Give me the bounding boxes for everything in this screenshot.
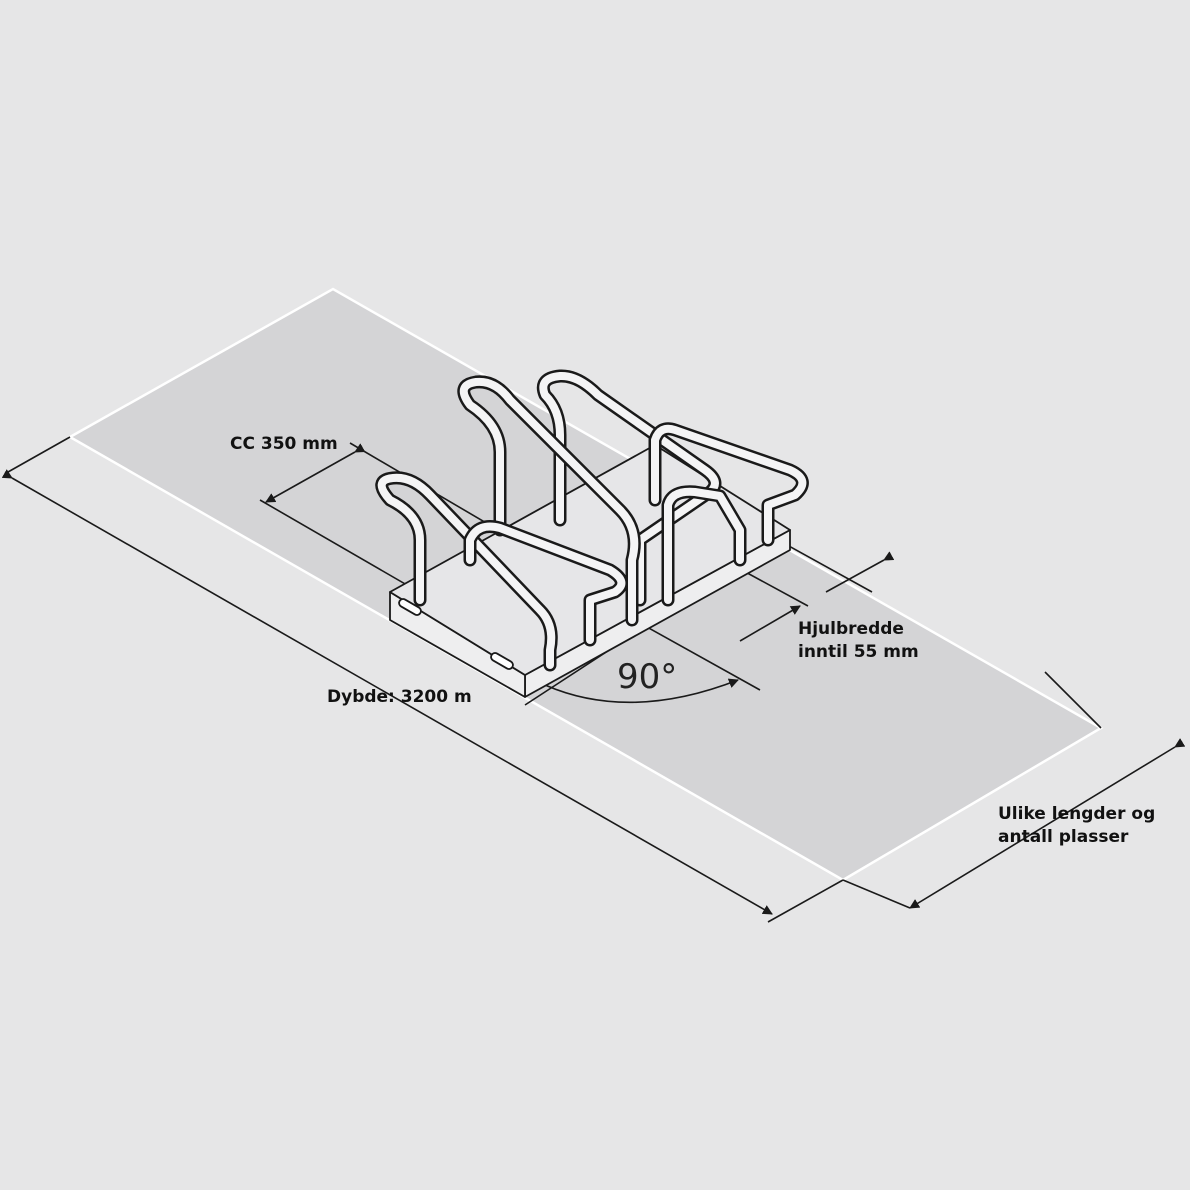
hoop-low-middle	[463, 520, 628, 647]
depth-label: Dybde: 3200 m	[327, 687, 472, 707]
cc-label: CC 350 mm	[230, 434, 338, 454]
rack-hoops	[375, 369, 809, 672]
hoop-high-left	[375, 471, 558, 672]
length-dimension	[842, 671, 1186, 909]
depth-dimension	[1, 436, 844, 923]
angle-label: 90°	[617, 657, 678, 697]
wheel-width-label-line1: Hjulbredde	[798, 619, 904, 639]
length-label-line1: Ulike lengder og	[998, 804, 1156, 824]
hoop-high-front	[457, 375, 641, 627]
hoop-high-back	[536, 369, 722, 607]
length-label-line2: antall plasser	[998, 827, 1129, 847]
hoop-low-back	[648, 422, 809, 607]
wheel-width-label-line2: inntil 55 mm	[798, 642, 919, 662]
